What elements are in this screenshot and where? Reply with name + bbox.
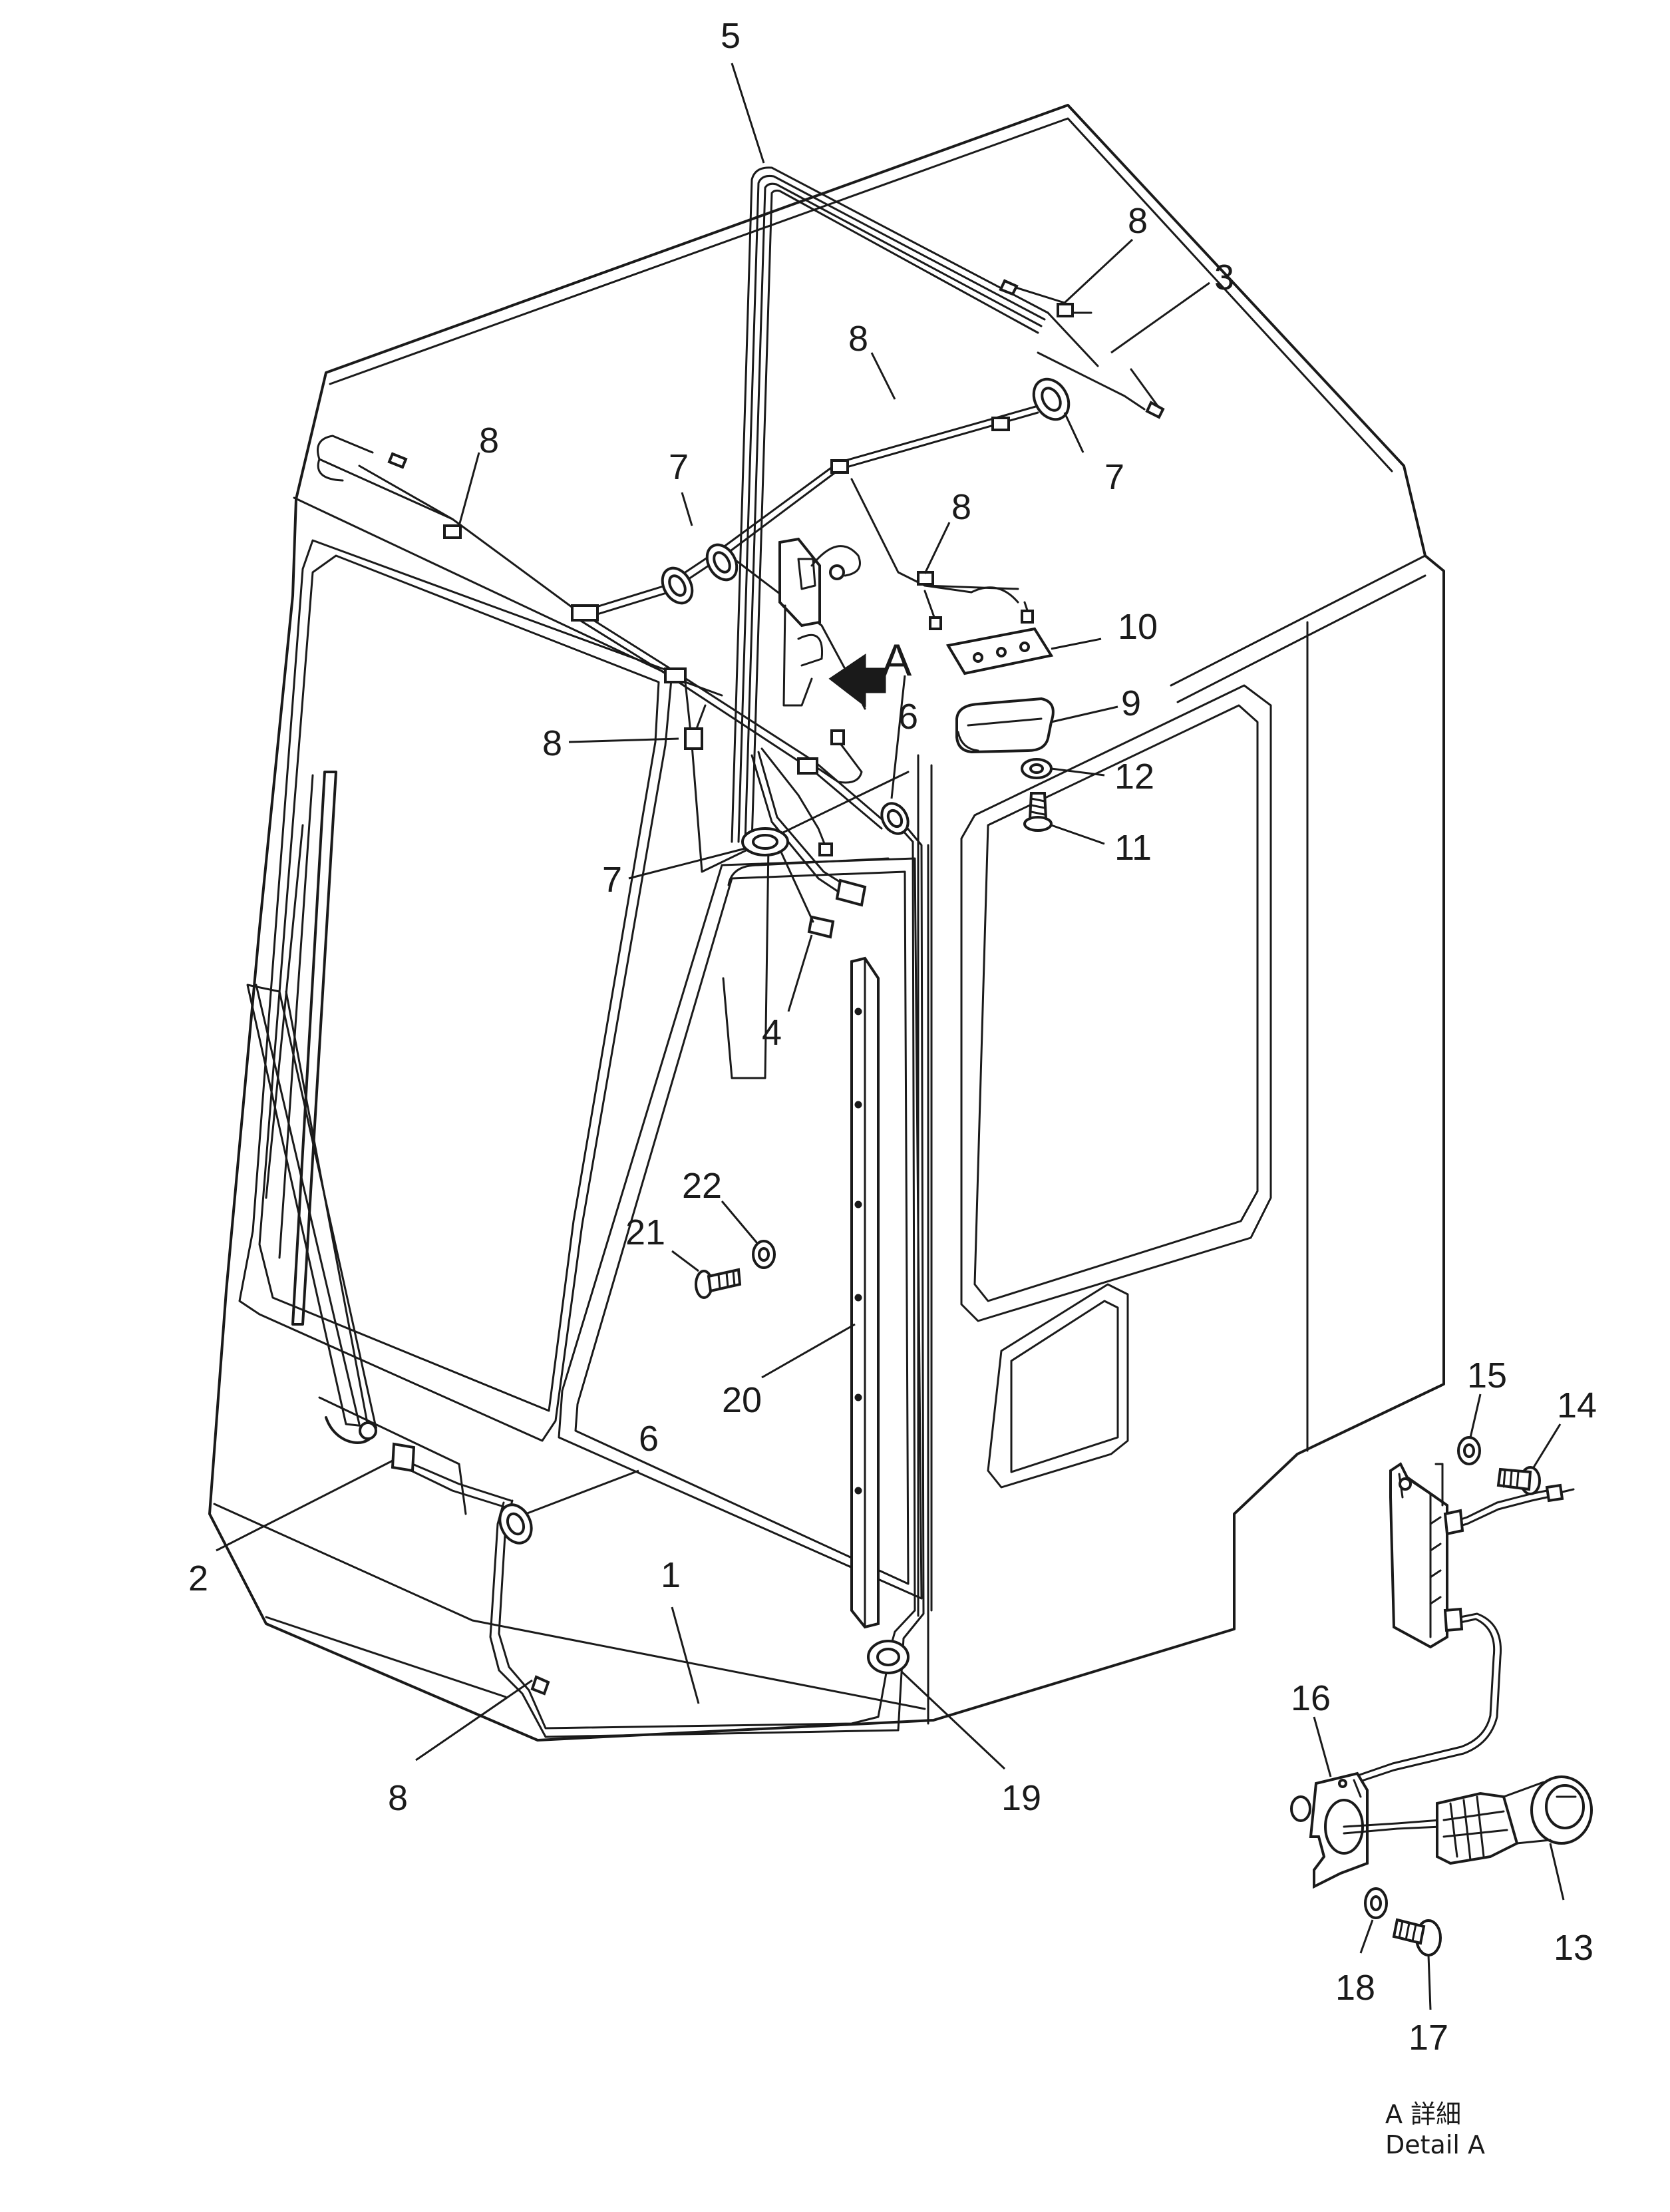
grommet-7-upper <box>661 543 739 605</box>
wiper-pivot-icon <box>359 1421 377 1440</box>
callout-12: 12 <box>1114 757 1154 797</box>
callout-21: 21 <box>625 1212 665 1252</box>
leader-lines <box>216 63 1565 2010</box>
callout-10: 10 <box>1118 607 1158 647</box>
callout-14: 14 <box>1557 1385 1597 1425</box>
detail-caption-line2: Detail A <box>1385 2130 1485 2159</box>
bracket-16 <box>1290 1771 1369 1889</box>
clip-icon <box>1057 303 1074 317</box>
washer-22 <box>752 1240 776 1269</box>
grommet-7-right <box>1032 377 1071 421</box>
callout-4: 4 <box>762 1013 782 1053</box>
washer-18 <box>1364 1887 1388 1919</box>
callout-2: 2 <box>188 1559 208 1598</box>
grommet-6-upper <box>880 802 910 835</box>
callout-8: 8 <box>1128 201 1148 241</box>
relay-box <box>1353 1462 1575 1785</box>
clip-icon <box>530 1675 550 1696</box>
callout-8: 8 <box>848 319 868 359</box>
cab-body <box>208 104 1445 1742</box>
callout-8: 8 <box>542 723 562 763</box>
harness-1 <box>391 821 925 1738</box>
plate-10 <box>945 627 1054 675</box>
callout-6: 6 <box>639 1419 659 1459</box>
callout-15: 15 <box>1467 1356 1507 1395</box>
screw-11 <box>1023 792 1053 832</box>
clip-icon <box>991 417 1010 431</box>
callout-7: 7 <box>602 860 622 900</box>
clip-icon <box>797 757 818 775</box>
lamp-9 <box>955 697 1055 754</box>
harness-5 <box>731 166 1049 843</box>
bolt-21 <box>695 1268 742 1299</box>
view-a-label: A <box>882 635 912 685</box>
callout-7: 7 <box>669 447 689 487</box>
clip-icon <box>917 571 934 586</box>
front-windshield-left <box>238 539 673 1442</box>
grommet-19 <box>867 1640 910 1674</box>
callout-3: 3 <box>1214 258 1234 297</box>
bolt-17 <box>1392 1918 1442 1956</box>
clip-icon <box>443 524 462 539</box>
callout-5: 5 <box>721 16 741 56</box>
callout-16: 16 <box>1291 1678 1331 1718</box>
callout-8: 8 <box>951 487 971 527</box>
callouts: 5 8 3 8 8 7 7 8 10 9 6 8 12 11 7 4 22 21… <box>188 16 1597 2058</box>
grommet-6-lower <box>498 1503 533 1545</box>
callout-11: 11 <box>1114 828 1152 868</box>
callout-8: 8 <box>388 1778 408 1818</box>
bolt-14 <box>1496 1466 1541 1495</box>
washer-12 <box>1021 758 1053 779</box>
switch-bracket <box>778 537 861 707</box>
grommet-7-lower <box>741 827 789 856</box>
callout-22: 22 <box>682 1166 722 1206</box>
callout-19: 19 <box>1001 1778 1041 1818</box>
switch-13 <box>1343 1775 1593 1865</box>
side-window-lower <box>987 1283 1129 1489</box>
harness-3 <box>999 279 1165 419</box>
view-arrow-icon <box>828 653 886 708</box>
side-window-upper <box>960 684 1272 1322</box>
callout-13: 13 <box>1554 1928 1593 1968</box>
detail-caption-line1: A 詳細 <box>1385 2100 1461 2129</box>
connector-icon <box>391 1442 416 1473</box>
connector-icon <box>807 915 835 939</box>
view-a-marker: A <box>828 635 912 708</box>
callout-18: 18 <box>1335 1968 1375 2008</box>
callout-1: 1 <box>661 1555 681 1595</box>
detail-caption: A 詳細 Detail A <box>1385 2100 1485 2159</box>
callout-17: 17 <box>1409 2018 1448 2058</box>
washer-15 <box>1457 1436 1481 1465</box>
wiper-assembly <box>246 771 377 1444</box>
clip-icon <box>830 459 849 474</box>
callout-7: 7 <box>1104 457 1124 497</box>
clip-icon <box>571 604 599 622</box>
callout-6: 6 <box>898 697 918 737</box>
callout-20: 20 <box>722 1380 762 1420</box>
strip-20 <box>850 956 880 1629</box>
callout-9: 9 <box>1121 683 1141 723</box>
connector-icon <box>829 564 845 580</box>
connector-icon <box>835 878 867 907</box>
clip-icon <box>664 667 687 683</box>
callout-8: 8 <box>479 421 499 461</box>
